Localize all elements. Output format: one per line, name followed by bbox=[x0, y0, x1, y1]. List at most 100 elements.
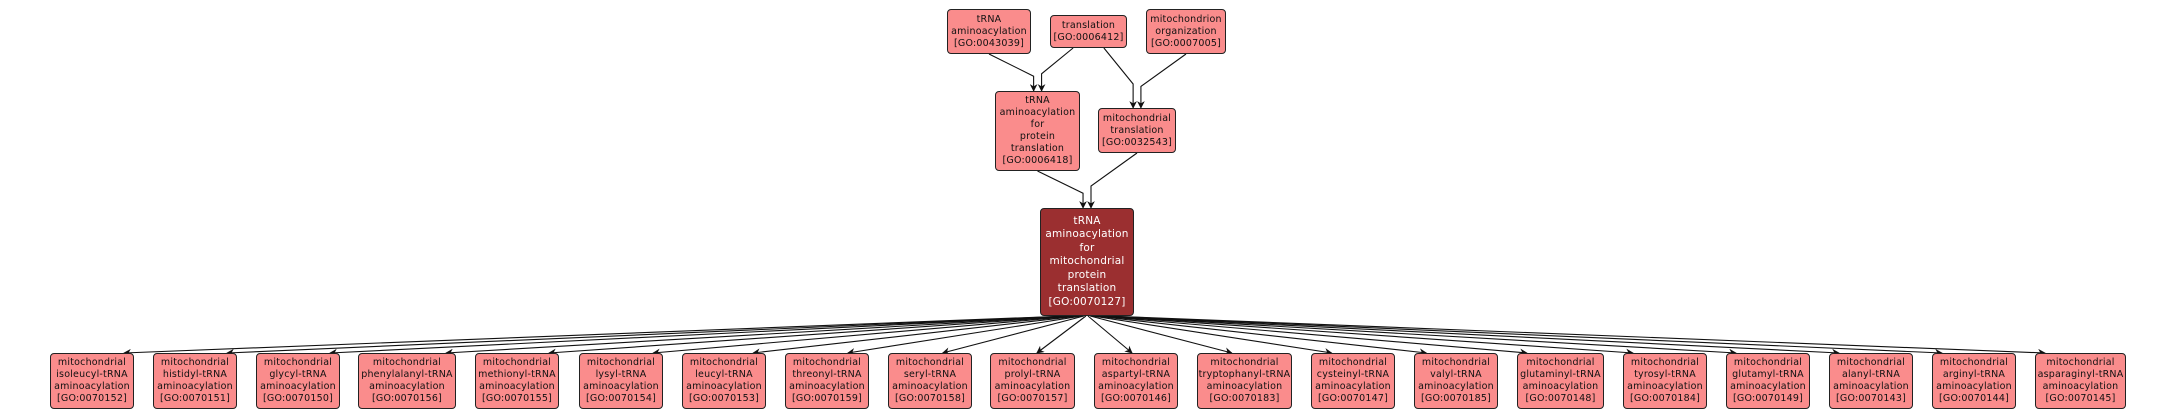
node-label-line: organization bbox=[1155, 25, 1217, 37]
node-label-line: mitochondrial bbox=[792, 357, 862, 368]
node-label-line: [GO:0070146] bbox=[1101, 393, 1171, 404]
node-label-line: mitochondrion bbox=[1150, 13, 1222, 25]
node-label-line: translation bbox=[1010, 143, 1065, 154]
node-label-line: mitochondrial bbox=[57, 357, 127, 368]
edge-n_0070127-to-n_0070149 bbox=[1100, 315, 1737, 357]
node-label-line: aminoacylation bbox=[999, 107, 1076, 118]
edge-n_0070127-to-n_0070183 bbox=[1090, 315, 1233, 355]
node-label-line: [GO:0006412] bbox=[1053, 31, 1124, 43]
node-label-line: phenylalanyl-tRNA bbox=[361, 369, 453, 380]
node-label-line: translation bbox=[1057, 282, 1117, 295]
node-label-line: aminoacylation bbox=[1730, 381, 1806, 392]
node-label-line: [GO:0070158] bbox=[895, 393, 965, 404]
node-label-line: aminoacylation bbox=[1315, 381, 1391, 392]
node-label-line: mitochondrial bbox=[1101, 357, 1171, 368]
node-label-line: tyrosyl-tRNA bbox=[1634, 369, 1696, 380]
edge-n_0070127-to-n_0070145 bbox=[1106, 315, 2046, 357]
edge-n_0070127-to-n_0070155 bbox=[548, 315, 1076, 357]
node-label-line: mitochondrial bbox=[1630, 357, 1700, 368]
node-label-line: cysteinyl-tRNA bbox=[1316, 369, 1390, 380]
node-label-line: mitochondrial bbox=[689, 357, 759, 368]
node-label-line: aminoacylation bbox=[54, 381, 130, 392]
edge-n_0070127-to-n_0070146 bbox=[1087, 315, 1133, 354]
node-label-line: mitochondrial bbox=[1836, 357, 1906, 368]
node-label-line: glutamyl-tRNA bbox=[1732, 369, 1804, 380]
node-label-line: mitochondrial bbox=[1210, 357, 1279, 368]
node-label-line: aminoacylation bbox=[369, 381, 445, 392]
node-label-line: isoleucyl-tRNA bbox=[56, 369, 128, 380]
node-label-line: [GO:0070152] bbox=[57, 393, 127, 404]
node-label-line: prolyl-tRNA bbox=[1004, 369, 1061, 380]
edge-n_0032543-to-n_0070127 bbox=[1087, 152, 1138, 209]
node-label-line: [GO:0070148] bbox=[1525, 393, 1596, 404]
edge-n_0070127-to-n_0070148 bbox=[1096, 315, 1528, 357]
node-label-line: [GO:0070145] bbox=[2045, 393, 2116, 404]
node-label-line: aminoacylation bbox=[994, 381, 1071, 392]
node-label-line: aminoacylation bbox=[157, 381, 233, 392]
node-label-line: [GO:0070156] bbox=[372, 393, 442, 404]
node-label-line: protein bbox=[1019, 131, 1056, 142]
node-label-line: tryptophanyl-tRNA bbox=[1198, 369, 1291, 380]
node-label-line: mitochondrial bbox=[1526, 357, 1595, 368]
node-label-line: threonyl-tRNA bbox=[792, 369, 862, 380]
node-label-line: [GO:0006418] bbox=[1002, 155, 1073, 166]
edge-n_0070127-to-n_0070158 bbox=[941, 315, 1084, 355]
node-label-line: [GO:0070159] bbox=[792, 393, 862, 404]
node-label-line: aminoacylation bbox=[1206, 381, 1283, 392]
node-label-line: [GO:0043039] bbox=[954, 37, 1024, 49]
node-label-line: lysyl-tRNA bbox=[595, 369, 647, 380]
node-label-line: aminoacylation bbox=[1522, 381, 1599, 392]
go-term-node-translation[interactable]: translation[GO:0006412] bbox=[1050, 15, 1127, 48]
node-label-line: asparaginyl-tRNA bbox=[2037, 369, 2124, 380]
node-label-line: aminoacylation bbox=[686, 381, 762, 392]
node-label-line: aminoacylation bbox=[1936, 381, 2012, 392]
node-label-line: tRNA bbox=[1025, 95, 1050, 106]
node-label-line: mitochondrial bbox=[1049, 255, 1125, 268]
node-label-line: aminoacylation bbox=[1098, 381, 1174, 392]
node-label-line: tRNA bbox=[1073, 214, 1101, 227]
edge-n_0007005-to-n_0032543 bbox=[1137, 53, 1187, 109]
node-label-line: tRNA bbox=[976, 13, 1002, 25]
node-label-line: [GO:0070157] bbox=[997, 393, 1068, 404]
edge-n_0070127-to-n_0070153 bbox=[752, 315, 1080, 357]
edge-n_0070127-to-n_0070157 bbox=[1036, 315, 1087, 354]
node-label-line: aminoacylation bbox=[1627, 381, 1703, 392]
node-label-line: glutaminyl-tRNA bbox=[1520, 369, 1601, 380]
node-label-line: mitochondrial bbox=[482, 357, 552, 368]
node-label-line: aminoacylation bbox=[2042, 381, 2119, 392]
node-label-line: aminoacylation bbox=[892, 381, 968, 392]
node-label-line: mitochondrial bbox=[160, 357, 230, 368]
node-label-line: [GO:0007005] bbox=[1151, 37, 1221, 49]
node-label-line: aminoacylation bbox=[789, 381, 865, 392]
node-label-line: aminoacylation bbox=[1418, 381, 1494, 392]
node-label-line: [GO:0070183] bbox=[1209, 393, 1280, 404]
node-label-line: mitochondrial bbox=[998, 357, 1067, 368]
node-label-line: [GO:0070154] bbox=[586, 393, 656, 404]
